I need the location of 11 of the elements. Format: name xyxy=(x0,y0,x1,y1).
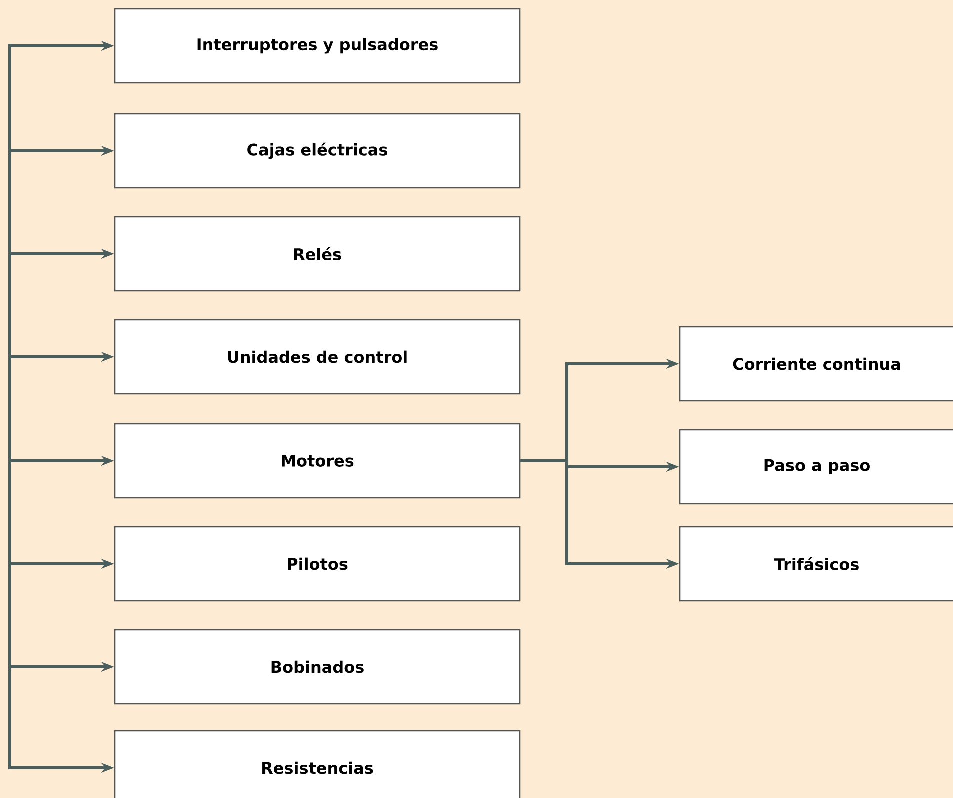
process-box: Relés xyxy=(114,216,521,292)
process-box: Interruptores y pulsadores xyxy=(114,8,521,84)
process-box: Paso a paso xyxy=(679,429,953,505)
process-box: Unidades de control xyxy=(114,319,521,395)
process-box: Bobinados xyxy=(114,629,521,705)
process-box: Resistencias xyxy=(114,730,521,798)
process-box: Pilotos xyxy=(114,526,521,602)
process-box: Trifásicos xyxy=(679,526,953,602)
process-box: Motores xyxy=(114,423,521,499)
process-box: Corriente continua xyxy=(679,326,953,402)
process-box: Cajas eléctricas xyxy=(114,113,521,189)
